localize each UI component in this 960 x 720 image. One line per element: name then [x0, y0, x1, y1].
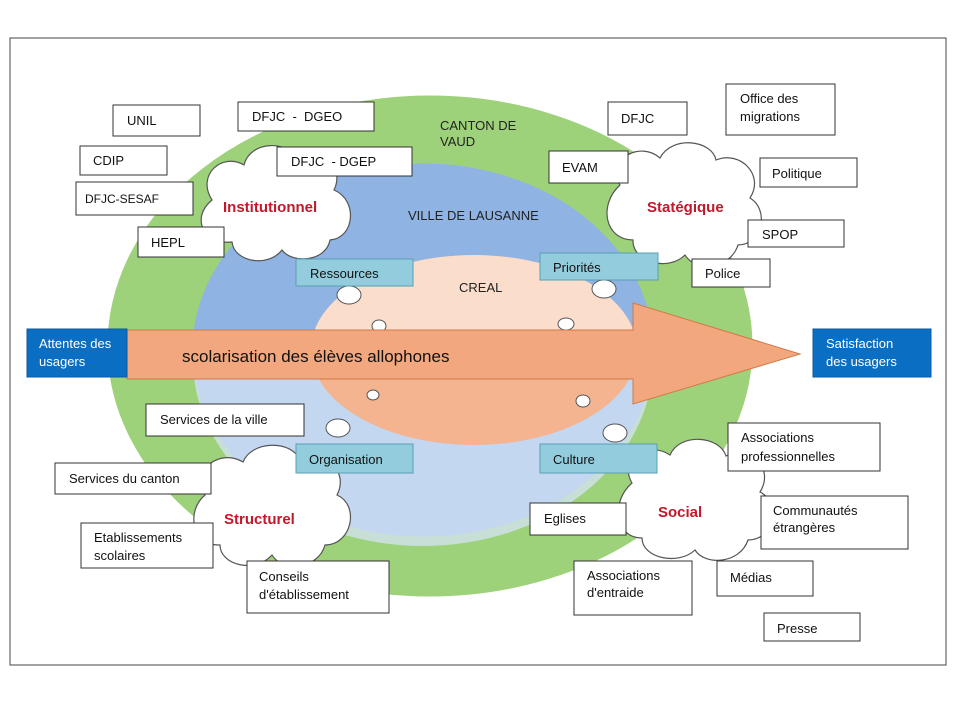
bubble: [575, 394, 591, 408]
actor-services-ville-box: [145, 403, 305, 437]
actor-cdip-box: [79, 145, 168, 176]
quadrant-organisation-label: Organisation: [309, 452, 383, 467]
actor-communautes-box: [760, 495, 909, 550]
actor-dfjc-label: DFJC: [621, 111, 654, 126]
quadrant-ressources-box: [295, 258, 414, 287]
actor-dfjc-dgeo-box: [237, 101, 375, 132]
quadrant-culture-box: [539, 443, 658, 474]
actor-dfjc-dgeo-label: DFJC - DGEO: [252, 109, 342, 124]
actor-associations-entraide-label: Associations d'entraide: [587, 568, 664, 600]
actor-associations-entraide-box: [573, 560, 693, 616]
cloud-label-institutionnel: Institutionnel: [223, 199, 317, 216]
actor-evam-label: EVAM: [562, 160, 598, 175]
endpoint-satisfaction-label: Satisfaction des usagers: [826, 336, 897, 369]
actor-services-canton-box: [54, 462, 212, 495]
actor-conseils-box: [246, 560, 390, 614]
scolarisation-arrow: [126, 302, 802, 405]
arrow-label: scolarisation des élèves allophones: [182, 347, 449, 366]
actor-spop-box: [747, 219, 845, 248]
endpoint-attentes-box: [26, 328, 128, 378]
cloud-label-strategique: Statégique: [647, 199, 724, 216]
actor-associations-pro-label: Associations professionnelles: [741, 430, 835, 464]
actor-police-box: [691, 258, 771, 288]
actor-presse-label: Presse: [777, 621, 817, 636]
bubble: [602, 423, 628, 443]
actor-services-canton-label: Services du canton: [69, 471, 180, 486]
zone-label-canton-line1: CANTON DE: [440, 118, 517, 133]
actor-conseils-label: Conseils d'établissement: [259, 569, 349, 602]
actor-politique-box: [759, 157, 858, 188]
quadrant-ressources-label: Ressources: [310, 266, 379, 281]
bubble: [325, 418, 351, 438]
actor-medias-box: [716, 560, 814, 597]
actor-evam-box: [548, 150, 629, 184]
actor-hepl-label: HEPL: [151, 235, 185, 250]
cloud-label-social: Social: [658, 504, 702, 521]
actor-office-migrations-box: [725, 83, 836, 136]
actor-politique-label: Politique: [772, 166, 822, 181]
actor-dfjc-box: [607, 101, 688, 136]
quadrant-organisation-box: [295, 443, 414, 474]
actor-services-ville-label: Services de la ville: [160, 412, 268, 427]
bubble: [366, 389, 380, 401]
actor-medias-label: Médias: [730, 570, 772, 585]
endpoint-satisfaction-box: [812, 328, 932, 378]
zone-label-canton-line2: VAUD: [440, 134, 475, 149]
actor-eglises-box: [529, 502, 627, 536]
bubble: [336, 285, 362, 305]
actor-eglises-label: Eglises: [544, 511, 586, 526]
bubble: [591, 279, 617, 299]
actor-unil-label: UNIL: [127, 113, 157, 128]
cloud-structurel: Structurel: [193, 444, 352, 567]
actor-hepl-box: [137, 226, 225, 258]
actor-associations-pro-box: [727, 422, 881, 472]
actor-police-label: Police: [705, 266, 740, 281]
cloud-strategique: Statégique: [606, 142, 762, 267]
actor-dfjc-sesaf-label: DFJC-SESAF: [85, 192, 159, 206]
actor-etablissements-label: Etablissements scolaires: [94, 530, 186, 563]
zone-label-ville: VILLE DE LAUSANNE: [408, 208, 539, 223]
actor-office-migrations-label: Office des migrations: [740, 91, 802, 124]
quadrant-culture-label: Culture: [553, 452, 595, 467]
bubble: [557, 317, 575, 331]
actor-dfjc-sesaf-box: [75, 181, 194, 216]
actor-spop-label: SPOP: [762, 227, 798, 242]
actor-communautes-label: Communautés étrangères: [773, 503, 861, 535]
actor-dfjc-dgep-label: DFJC - DGEP: [291, 154, 376, 169]
quadrant-priorites-box: [539, 252, 659, 281]
actor-etablissements-box: [80, 522, 214, 569]
actor-cdip-label: CDIP: [93, 153, 124, 168]
cloud-label-structurel: Structurel: [224, 511, 295, 528]
actor-presse-box: [763, 612, 861, 642]
quadrant-priorites-label: Priorités: [553, 260, 601, 275]
endpoint-attentes-label: Attentes des usagers: [39, 336, 115, 369]
actor-dfjc-dgep-box: [276, 146, 413, 177]
actor-unil-box: [112, 104, 201, 137]
zone-label-creal: CREAL: [459, 280, 502, 295]
